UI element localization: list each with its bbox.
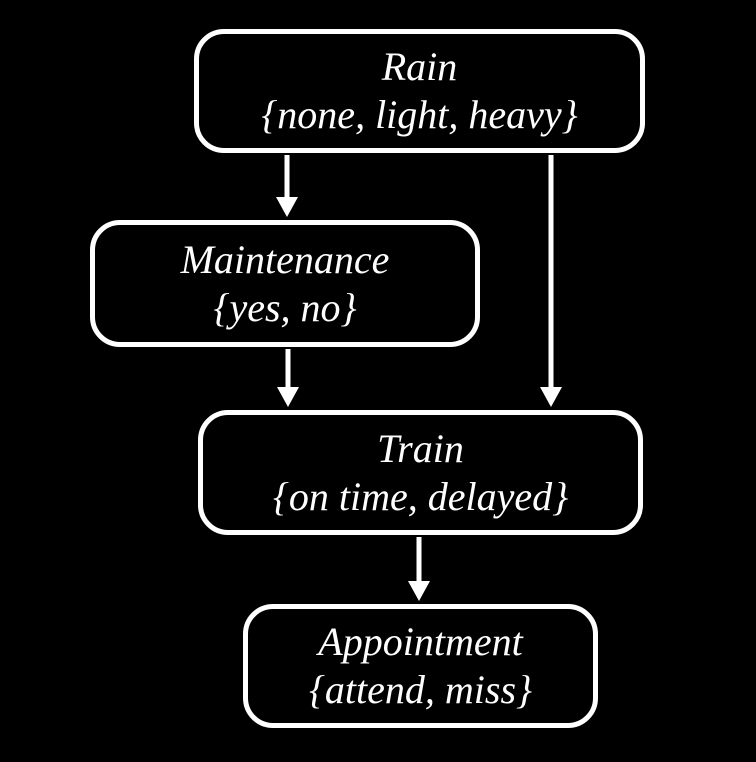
- node-train-values: {on time, delayed}: [272, 473, 569, 519]
- node-maintenance: Maintenance {yes, no}: [90, 220, 480, 347]
- node-appointment-name: Appointment: [318, 619, 523, 664]
- node-train-name: Train: [377, 425, 464, 471]
- edge-train-to-appointment-arrow: [408, 537, 430, 601]
- edge-maintenance-to-train-arrow: [277, 349, 299, 407]
- node-appointment: Appointment {attend, miss}: [243, 604, 598, 728]
- node-train: Train {on time, delayed}: [198, 410, 643, 535]
- node-rain: Rain {none, light, heavy}: [194, 29, 645, 153]
- node-appointment-values: {attend, miss}: [308, 667, 533, 712]
- edge-rain-to-maintenance-arrow: [276, 155, 298, 217]
- node-rain-values: {none, light, heavy}: [261, 92, 578, 137]
- node-rain-name: Rain: [381, 44, 458, 89]
- node-maintenance-values: {yes, no}: [213, 284, 357, 330]
- node-maintenance-name: Maintenance: [180, 236, 390, 282]
- edge-rain-to-train-arrow: [540, 155, 562, 407]
